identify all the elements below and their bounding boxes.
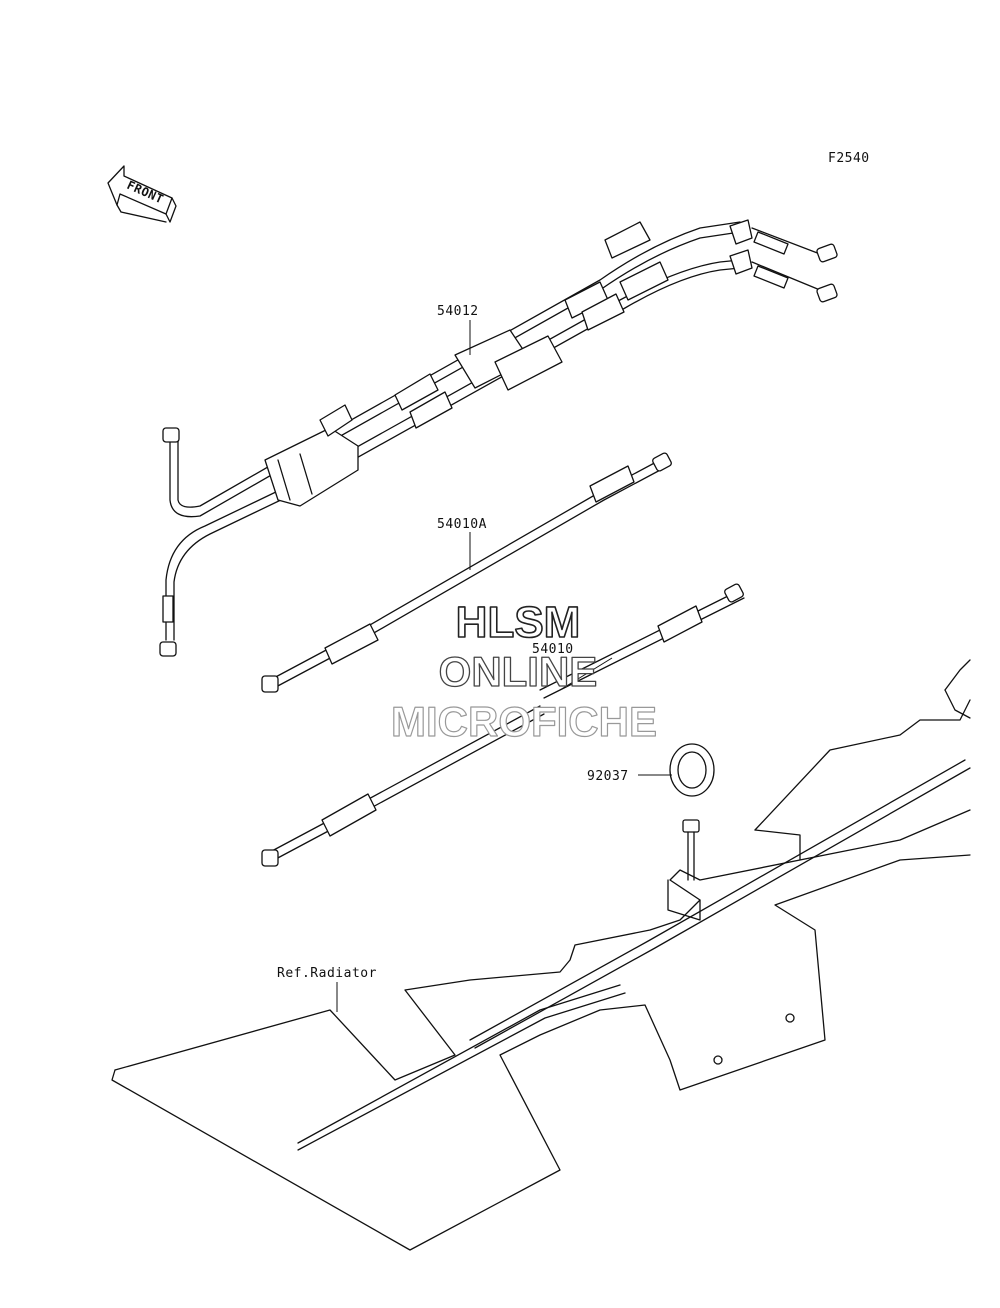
leader-lines	[336, 320, 672, 1012]
grommet-92037	[669, 743, 715, 881]
cable-54010	[261, 583, 745, 867]
front-arrow-icon: FRONT	[107, 165, 177, 223]
watermark: HLSM ONLINE MICROFICHE	[390, 597, 657, 745]
reference-label: Ref.Radiator	[277, 966, 377, 981]
watermark-line3: MICROFICHE	[391, 698, 657, 745]
cable-54010a	[261, 452, 672, 693]
watermark-line1: HLSM	[456, 598, 581, 647]
throttle-cable-assembly	[159, 219, 838, 657]
watermark-line2: ONLINE	[439, 648, 598, 695]
figure-id: F2540	[828, 151, 870, 166]
part-label-54010a[interactable]: 54010A	[437, 517, 487, 532]
radiator-frame-outline	[111, 659, 971, 1251]
part-label-54010[interactable]: 54010	[532, 642, 574, 657]
part-label-54012[interactable]: 54012	[437, 304, 479, 319]
part-label-92037[interactable]: 92037	[587, 769, 629, 784]
